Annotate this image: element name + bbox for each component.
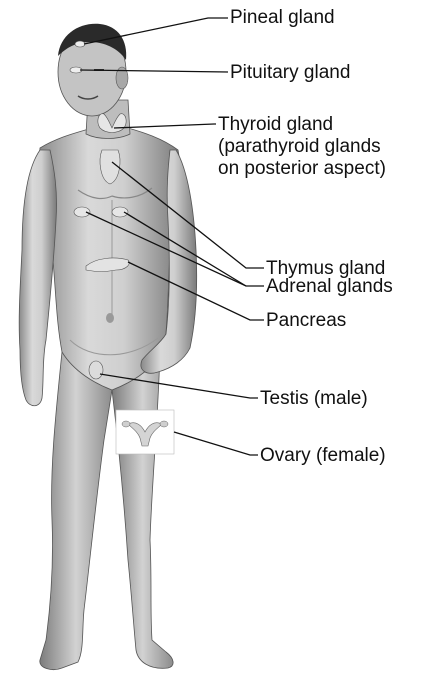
human-figure: [0, 0, 220, 681]
pineal-gland: [75, 41, 85, 47]
label-pituitary-gland: Pituitary gland: [230, 62, 350, 84]
label-thyroid-line-2: (parathyroid glands: [218, 136, 386, 158]
ovary-inset: [116, 410, 174, 454]
label-adrenal-glands: Adrenal glands: [266, 276, 393, 298]
adrenal-gland-right: [112, 207, 128, 217]
label-testis: Testis (male): [260, 388, 368, 410]
label-thyroid-gland: Thyroid gland (parathyroid glands on pos…: [218, 114, 386, 180]
label-thyroid-line-3: on posterior aspect): [218, 158, 386, 180]
label-thyroid-line-1: Thyroid gland: [218, 114, 386, 136]
label-ovary: Ovary (female): [260, 445, 386, 467]
label-pineal-gland: Pineal gland: [230, 7, 335, 29]
label-pancreas: Pancreas: [266, 310, 346, 332]
testis: [89, 361, 103, 379]
adrenal-gland-left: [74, 207, 90, 217]
